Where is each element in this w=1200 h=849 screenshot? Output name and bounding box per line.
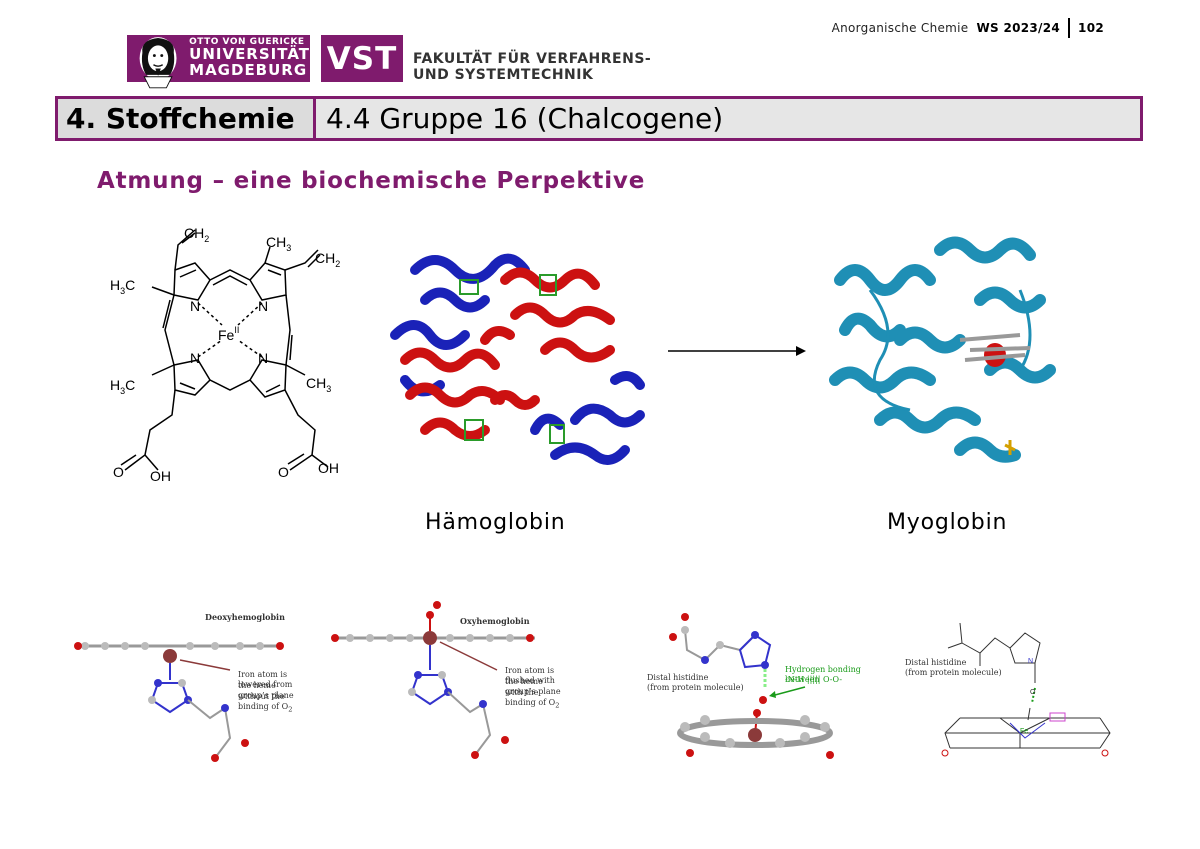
distal-histidine-line-panel: Fe N O Distal histidine (from protein mo… <box>900 608 1140 768</box>
arrow-right-icon <box>668 346 806 356</box>
deoxy-title: Deoxyhemoglobin <box>205 612 285 622</box>
university-logo: OTTO VON GUERICKE UNIVERSITÄT MAGDEBURG <box>127 35 310 88</box>
oxy-note-3: with the binding of O2 <box>505 688 560 710</box>
faculty-line-1: FAKULTÄT FÜR VERFAHRENS- <box>413 51 652 67</box>
n-label-small: N <box>1028 658 1033 665</box>
label-o-left: O <box>113 464 124 480</box>
distal-b-label-1: Distal histidine <box>905 658 967 667</box>
label-o-right: O <box>278 464 289 480</box>
label-oh-right: OH <box>318 460 339 476</box>
header-info: Anorganische Chemie WS 2023/24 102 <box>832 18 1104 38</box>
label-methyl-left-top: H3C <box>110 277 135 296</box>
ovgu-line-2: UNIVERSITÄT <box>189 45 310 64</box>
slide-subtitle: Atmung – eine biochemische Perpektive <box>97 168 646 194</box>
distal-label-2: (from protein molecule) <box>647 683 744 692</box>
deoxy-note-2: the heme group’s plane <box>238 681 294 700</box>
label-n2: N <box>258 298 268 314</box>
faculty-name: FAKULTÄT FÜR VERFAHRENS- UND SYSTEMTECHN… <box>413 51 651 83</box>
hbond-label-2: -N-H ||||| O-O- <box>785 675 843 684</box>
heme-structure-diagram: CH2 CH3 CH2 H3C H3C CH3 FeII N N N N O O… <box>110 225 340 484</box>
label-n4: N <box>258 350 268 366</box>
deoxyhemoglobin-model <box>74 642 284 762</box>
title-bar: 4. Stoffchemie 4.4 Gruppe 16 (Chalcogene… <box>55 96 1143 141</box>
chapter-title: 4. Stoffchemie <box>58 99 316 138</box>
distal-b-label-2: (from protein molecule) <box>905 668 1002 677</box>
distal-histidine-ball-model <box>669 613 834 759</box>
myoglobin-caption: Myoglobin <box>887 510 1008 535</box>
hbond-label-1: Hydrogen bonding between <box>785 665 861 684</box>
distal-label-1: Distal histidine <box>647 673 709 682</box>
vst-logo: VST <box>321 35 403 82</box>
page-number: 102 <box>1078 21 1104 35</box>
faculty-line-2: UND SYSTEMTECHNIK <box>413 67 594 84</box>
oxy-note-1: Iron atom is flushed with <box>505 666 555 685</box>
oxyhemoglobin-model <box>331 601 535 759</box>
oxy-note-2: the heme group’s plane <box>505 677 561 696</box>
label-n3: N <box>190 350 200 366</box>
guericke-portrait-icon <box>139 36 177 88</box>
ovgu-line-3: MAGDEBURG <box>189 61 308 80</box>
hemoglobin-structure-image <box>390 253 645 465</box>
deoxyhemoglobin-panel: Deoxyhemoglobin Iron atom is lowered fro… <box>70 608 300 773</box>
deoxy-note-1: Iron atom is lowered from <box>238 670 293 689</box>
myoglobin-structure-image <box>829 236 1056 463</box>
label-fe: FeII <box>218 325 239 343</box>
section-title: 4.4 Gruppe 16 (Chalcogene) <box>316 99 1140 138</box>
label-methyl-left-bottom: H3C <box>110 377 135 396</box>
hemoglobin-caption: Hämoglobin <box>425 510 566 535</box>
course-name: Anorganische Chemie <box>831 21 969 35</box>
oxy-title: Oxyhemoglobin <box>460 616 530 626</box>
label-n1: N <box>190 298 200 314</box>
label-vinyl-right: CH2 <box>315 250 340 269</box>
ovgu-line-1: OTTO VON GUERICKE <box>189 37 305 48</box>
distal-histidine-line-drawing: Fe N O <box>941 622 1111 757</box>
label-vinyl-top: CH2 <box>184 225 209 244</box>
label-oh-left: OH <box>150 468 171 484</box>
header-divider <box>1068 18 1071 38</box>
distal-histidine-model-panel: Distal histidine (from protein molecule)… <box>645 605 875 770</box>
deoxy-note-3: without the binding of O2 <box>238 692 293 714</box>
o-label-small: O <box>1030 689 1036 696</box>
label-methyl-top: CH3 <box>266 234 291 253</box>
fe-label-small: Fe <box>1020 728 1028 735</box>
semester: WS 2023/24 <box>976 21 1061 35</box>
label-methyl-right-bottom: CH3 <box>306 375 331 394</box>
oxyhemoglobin-panel: Oxyhemoglobin Iron atom is flushed with … <box>325 600 565 773</box>
